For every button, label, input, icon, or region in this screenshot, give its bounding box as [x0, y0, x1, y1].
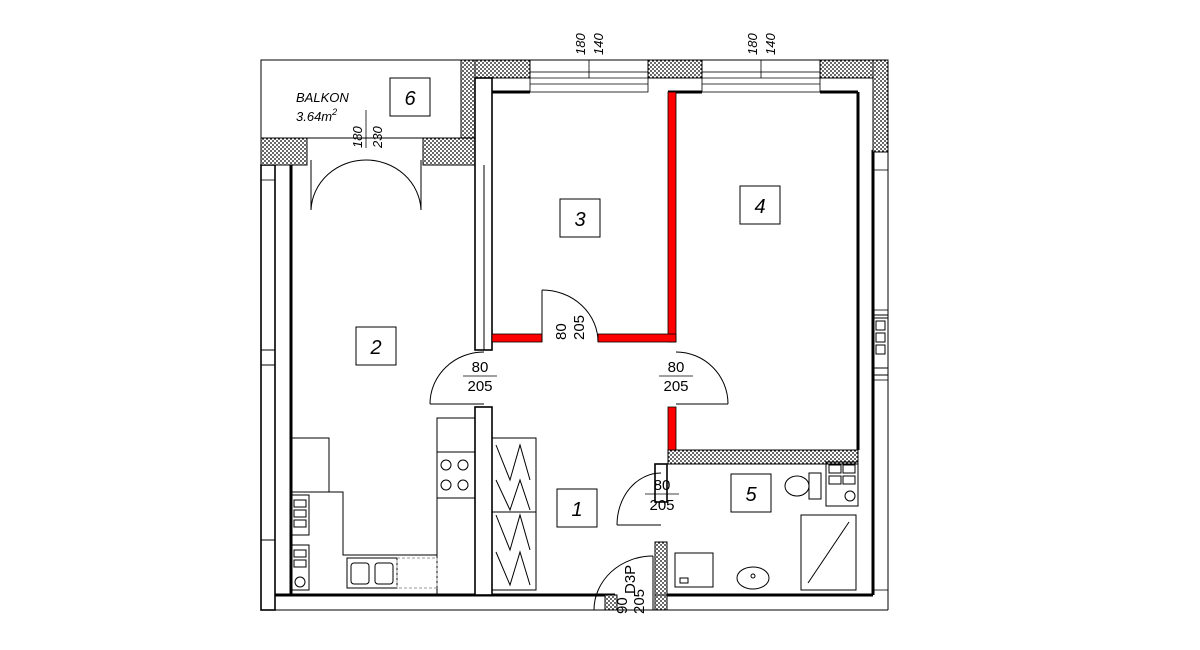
new-wall-room3-bottom-left: [491, 333, 543, 343]
svg-text:5: 5: [745, 484, 757, 506]
washbasin: [736, 566, 770, 590]
balcony-area: 3.64m2: [296, 107, 337, 124]
door-entry-type: D3P: [622, 565, 639, 594]
room-label-5: 5: [730, 473, 772, 513]
door-bath-width: 80: [654, 477, 671, 494]
balcony-name: BALKON: [296, 90, 349, 105]
room-label-2: 2: [355, 326, 397, 366]
shower: [800, 514, 857, 591]
door-room2[interactable]: [429, 351, 485, 405]
doors: [310, 159, 729, 611]
new-wall-room4-lower: [667, 406, 677, 451]
svg-text:3: 3: [574, 209, 585, 231]
door-bath-height: 205: [649, 497, 674, 514]
svg-text:2: 2: [369, 337, 381, 359]
door-entry-width: 90: [614, 597, 631, 614]
insulation: [260, 59, 889, 611]
kitchen: [290, 417, 476, 595]
new-wall-room3-bottom-right: [597, 333, 677, 343]
door-entry[interactable]: [593, 555, 654, 611]
door-room3-height: 205: [571, 315, 588, 340]
washing-machine: [674, 552, 714, 588]
door-room2-width: 80: [472, 359, 489, 376]
door-room4-width: 80: [668, 359, 685, 376]
room-labels: 1 2 3 4 5 6: [355, 77, 781, 528]
window-room4-width: 180: [745, 33, 760, 55]
toilet: [784, 475, 810, 497]
door-room4-height: 205: [663, 378, 688, 395]
balcony-door[interactable]: [310, 159, 422, 211]
wardrobe: [491, 437, 537, 591]
bathroom: [674, 317, 889, 591]
new-wall-room3-room4: [667, 91, 677, 343]
windows: [260, 60, 889, 591]
balcony-door-height: 230: [370, 126, 385, 149]
interior-walls: [474, 77, 860, 596]
room-label-3: 3: [559, 198, 601, 238]
door-room2-height: 205: [467, 378, 492, 395]
door-bathroom[interactable]: [616, 472, 662, 526]
fridge: [290, 437, 330, 493]
stove: [436, 451, 476, 499]
room-label-4: 4: [739, 185, 781, 225]
door-dimensions: 80 205 80 205 80 205 80 205 90 205 D3P 1…: [350, 110, 693, 614]
window-room4-height: 140: [763, 33, 778, 55]
room-label-6: 6: [389, 77, 431, 117]
door-room3-width: 80: [553, 323, 570, 340]
balcony-door-width: 180: [350, 126, 365, 148]
wall-room2-hall: [474, 406, 493, 596]
room-label-1: 1: [556, 488, 598, 528]
window-room3-height: 140: [591, 33, 606, 55]
window-dimensions: 180 140 180 140: [573, 33, 778, 55]
door-entry-height: 205: [631, 589, 648, 614]
svg-text:1: 1: [571, 499, 582, 521]
svg-text:4: 4: [754, 196, 765, 218]
window-room3-width: 180: [573, 33, 588, 55]
left-outer-wall: [260, 164, 276, 611]
door-room3[interactable]: [541, 289, 599, 343]
door-room4[interactable]: [675, 351, 729, 405]
svg-text:6: 6: [404, 88, 416, 110]
